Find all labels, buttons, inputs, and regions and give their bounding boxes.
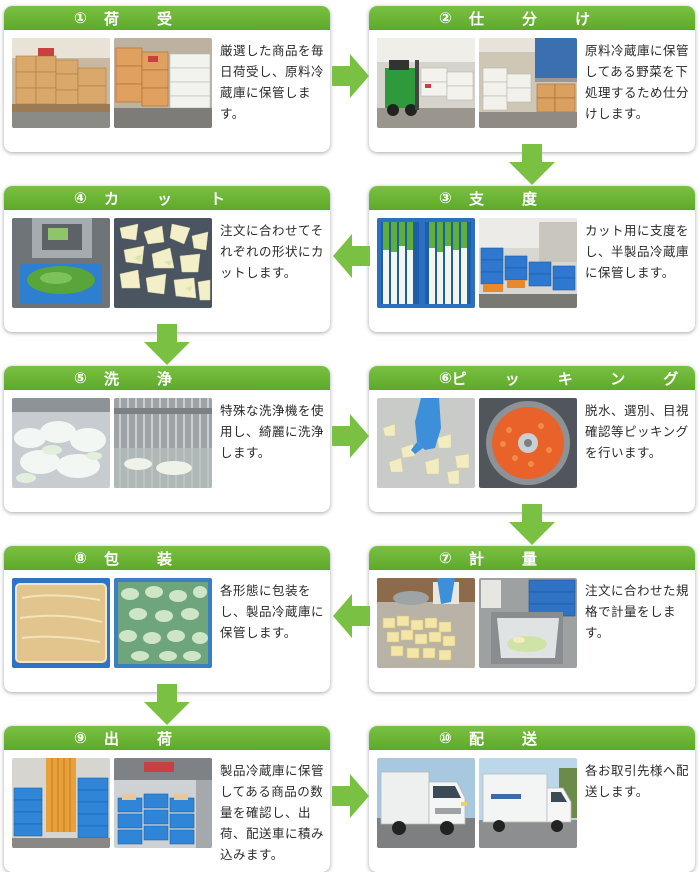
step-number-5: ⑤ <box>74 369 87 387</box>
step-header-4: ④ カット <box>4 186 330 210</box>
warehouse-boxes-photo <box>12 38 110 128</box>
arrow-left-7-to-8 <box>332 592 370 640</box>
step-number-8: ⑧ <box>74 549 87 567</box>
crate-storage-photo <box>479 218 577 308</box>
step-description-6: 脱水、選別、目視確認等ピッキングを行います。 <box>585 403 690 460</box>
step-number-2: ② <box>439 9 452 27</box>
step-header-8: ⑧ 包装 <box>4 546 330 570</box>
step-card-4: ④ カット 注文に合わせてそれぞれの形状にカットします。 <box>4 186 330 332</box>
arrow-left-3-to-4 <box>332 232 370 280</box>
arrow-down-2-to-3 <box>508 144 556 186</box>
step-header-6: ⑥ ピッキング <box>369 366 695 390</box>
green-onions-photo <box>377 218 475 308</box>
step-number-4: ④ <box>74 189 87 207</box>
delivery-truck-front-photo <box>377 758 475 848</box>
truck-loading-photo <box>114 758 212 848</box>
stacked-boxes-photo <box>114 38 212 128</box>
scale-bag-photo <box>479 578 577 668</box>
step-title-1: 荷受 <box>104 9 211 28</box>
step-description-4: 注文に合わせてそれぞれの形状にカットします。 <box>220 223 325 280</box>
step-number-9: ⑨ <box>74 729 87 747</box>
arrow-right-1-to-2 <box>332 52 370 100</box>
step-description-8: 各形態に包装をし、製品冷蔵庫に保管します。 <box>220 583 325 640</box>
step-number-7: ⑦ <box>439 549 452 567</box>
step-description-9: 製品冷蔵庫に保管してある商品の数量を確認し、出荷、配送車に積み込みます。 <box>220 763 325 862</box>
step-card-7: ⑦ 計量 注文に合わせた規格で計量をします。 <box>369 546 695 692</box>
step-title-10: 配送 <box>469 729 576 748</box>
step-description-1: 厳選した商品を毎日荷受し、原料冷蔵庫に保管します。 <box>220 43 325 121</box>
arrow-down-8-to-9 <box>143 684 191 726</box>
step-card-9: ⑨ 出荷 製品冷蔵庫に保管してある商品の数量を確認し、出荷、配送車に積み込みます… <box>4 726 330 872</box>
delivery-truck-side-photo <box>479 758 577 848</box>
arrow-right-9-to-10 <box>332 772 370 820</box>
step-number-3: ③ <box>439 189 452 207</box>
washing-water-photo <box>12 398 110 488</box>
step-card-3: ③ 支度 カット用に支度をし、半製品冷蔵庫に保管します。 <box>369 186 695 332</box>
step-header-3: ③ 支度 <box>369 186 695 210</box>
step-description-3: カット用に支度をし、半製品冷蔵庫に保管します。 <box>585 223 690 280</box>
step-card-6: ⑥ ピッキング 脱水、選別、目視確認等ピッキングを行います。 <box>369 366 695 512</box>
step-title-2: 仕分け <box>469 9 629 28</box>
step-header-1: ① 荷受 <box>4 6 330 30</box>
washing-machine-photo <box>114 398 212 488</box>
cut-cabbage-photo <box>114 218 212 308</box>
step-card-5: ⑤ 洗浄 特殊な洗浄機を使用し、綺麗に洗浄します。 <box>4 366 330 512</box>
step-title-3: 支度 <box>469 189 576 208</box>
step-header-5: ⑤ 洗浄 <box>4 366 330 390</box>
step-number-6: ⑥ <box>439 369 452 387</box>
step-title-9: 出荷 <box>104 729 211 748</box>
weighing-table-photo <box>377 578 475 668</box>
step-title-8: 包装 <box>104 549 211 568</box>
cutting-machine-photo <box>12 218 110 308</box>
storage-racks-photo <box>479 38 577 128</box>
arrow-down-6-to-7 <box>508 504 556 546</box>
step-title-4: カット <box>104 189 264 208</box>
step-header-10: ⑩ 配送 <box>369 726 695 750</box>
step-header-2: ② 仕分け <box>369 6 695 30</box>
step-number-1: ① <box>74 9 87 27</box>
step-description-5: 特殊な洗浄機を使用し、綺麗に洗浄します。 <box>220 403 325 460</box>
arrow-right-5-to-6 <box>332 412 370 460</box>
step-title-6: ピッキング <box>451 369 695 388</box>
step-header-7: ⑦ 計量 <box>369 546 695 570</box>
step-title-7: 計量 <box>469 549 576 568</box>
step-card-10: ⑩ 配送 各お取引先様へ配送します。 <box>369 726 695 872</box>
arrow-down-4-to-5 <box>143 324 191 366</box>
step-description-2: 原料冷蔵庫に保管してある野菜を下処理するため仕分けします。 <box>585 43 690 121</box>
shipping-crates-photo <box>12 758 110 848</box>
packaged-bag-photo <box>12 578 110 668</box>
step-card-8: ⑧ 包装 各形態に包装をし、製品冷蔵庫に保管します。 <box>4 546 330 692</box>
step-card-2: ② 仕分け 原料冷蔵庫に保管してある野菜を下処理するため仕分けします。 <box>369 6 695 152</box>
gloved-hand-photo <box>377 398 475 488</box>
step-description-10: 各お取引先様へ配送します。 <box>585 763 690 799</box>
forklift-photo <box>377 38 475 128</box>
step-title-5: 洗浄 <box>104 369 211 388</box>
packaged-vegetables-photo <box>114 578 212 668</box>
step-card-1: ① 荷受 厳選した商品を毎日荷受し、原料冷蔵庫に保管します。 <box>4 6 330 152</box>
dehydrator-carrots-photo <box>479 398 577 488</box>
step-header-9: ⑨ 出荷 <box>4 726 330 750</box>
step-description-7: 注文に合わせた規格で計量をします。 <box>585 583 690 640</box>
step-number-10: ⑩ <box>439 729 452 747</box>
